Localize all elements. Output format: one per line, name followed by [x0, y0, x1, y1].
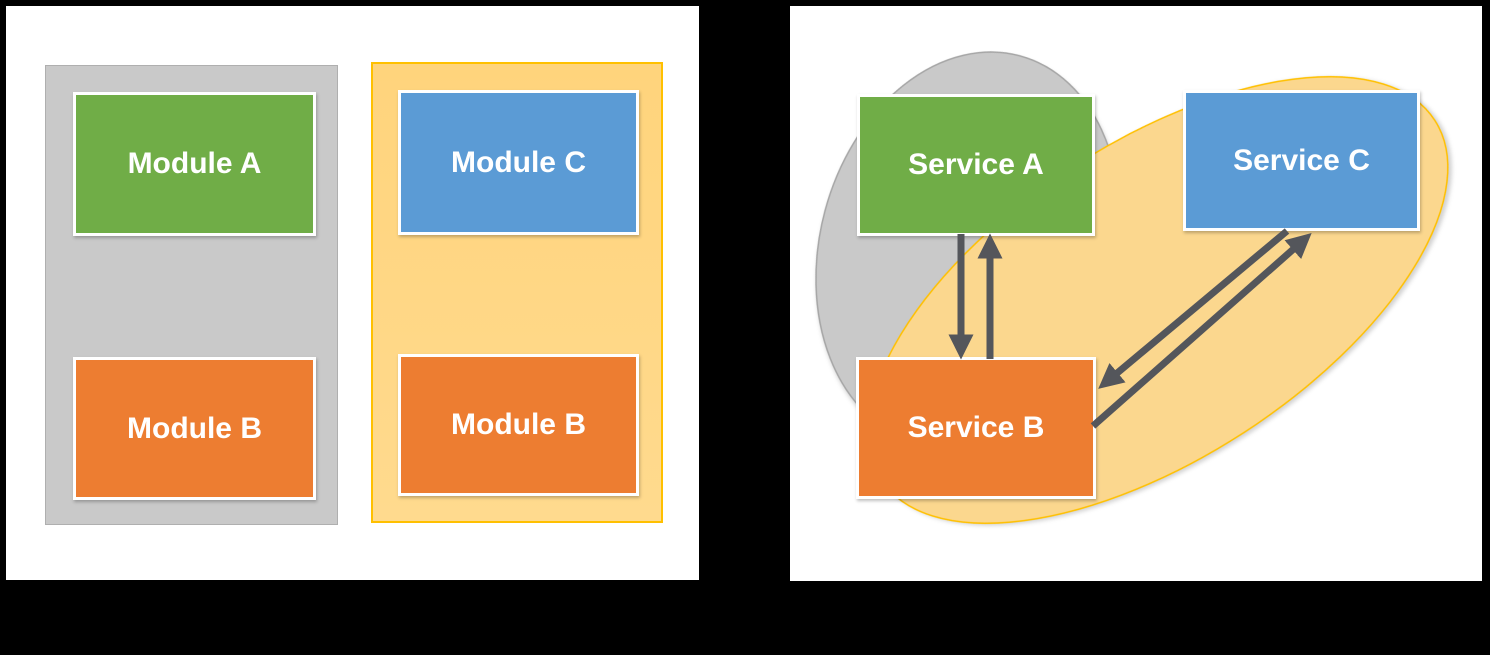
service-a-box: Service A — [857, 94, 1095, 236]
module-c-box: Module C — [398, 90, 639, 235]
left-panel: Module A Module B Module C Module B — [6, 6, 699, 580]
service-c-box: Service C — [1183, 90, 1420, 231]
right-panel: Service A Service C Service B — [790, 6, 1482, 581]
arrow-service-c-to-b — [1098, 228, 1290, 389]
service-c-label: Service C — [1233, 143, 1370, 177]
module-a-label: Module A — [127, 147, 262, 180]
module-b-right-box: Module B — [398, 354, 639, 496]
module-a-box: Module A — [73, 92, 316, 236]
arrow-service-b-to-c — [1090, 232, 1312, 429]
service-a-label: Service A — [908, 148, 1044, 181]
module-b-left-box: Module B — [73, 357, 316, 500]
service-b-label: Service B — [907, 411, 1045, 444]
module-b-left-label: Module B — [127, 411, 262, 445]
module-c-label: Module C — [451, 145, 586, 179]
module-b-right-label: Module B — [451, 408, 586, 441]
service-b-box: Service B — [856, 357, 1096, 499]
